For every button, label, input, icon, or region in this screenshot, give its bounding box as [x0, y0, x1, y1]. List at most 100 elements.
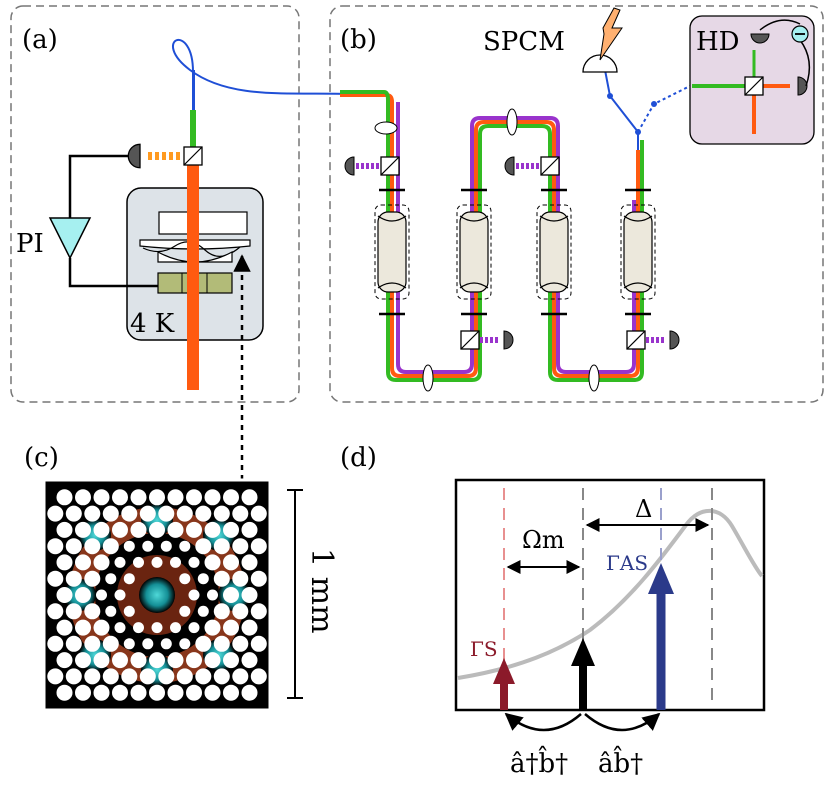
- hole: [142, 638, 154, 650]
- hole: [130, 652, 147, 669]
- temperature-label: 4 K: [130, 309, 175, 339]
- hole: [93, 521, 110, 538]
- panel-c: (c) 1 mm: [24, 443, 339, 712]
- hole: [232, 538, 249, 555]
- cavity-lineshape: [457, 509, 764, 680]
- hole: [105, 573, 117, 585]
- hole: [75, 587, 91, 603]
- hole: [160, 540, 172, 552]
- hole: [179, 605, 191, 617]
- operator-antistokes: âb̂†: [598, 745, 643, 779]
- hole: [65, 603, 82, 620]
- hole: [123, 573, 135, 585]
- hole: [105, 605, 117, 617]
- hole: [114, 556, 126, 568]
- hole: [93, 619, 110, 636]
- hole: [84, 603, 101, 620]
- pi-controller: [48, 217, 92, 260]
- hole: [186, 652, 202, 669]
- hole: [47, 538, 64, 555]
- hole: [56, 652, 73, 669]
- hole: [75, 521, 91, 538]
- hole: [223, 652, 239, 669]
- hole: [250, 570, 267, 587]
- hole: [213, 570, 230, 587]
- hole: [149, 684, 165, 701]
- lens-icon: [506, 108, 518, 136]
- green-path: [340, 90, 644, 382]
- op1-arc: [504, 712, 582, 732]
- gamma-s-label: ΓS: [470, 637, 498, 661]
- hole: [149, 521, 165, 538]
- hole: [241, 587, 258, 603]
- hole: [84, 635, 101, 652]
- hole: [65, 570, 82, 587]
- detector-icon: [669, 330, 680, 350]
- feedback-wire: [68, 154, 128, 218]
- hole: [56, 554, 73, 571]
- hd-label: HD: [696, 27, 740, 57]
- hole: [241, 521, 258, 538]
- hole: [188, 556, 200, 568]
- panel-b-border: [329, 5, 824, 403]
- hole: [84, 570, 101, 587]
- hole: [151, 556, 163, 568]
- panel-d: (d) Ωm Δ ΓS ΓAS â†b̂† âb̂†: [340, 443, 766, 779]
- lens-icon: [422, 364, 434, 392]
- hole: [151, 622, 163, 634]
- hole: [241, 554, 258, 571]
- hole: [158, 668, 175, 685]
- fiber-to-spcm: [604, 69, 639, 150]
- panel-c-label: (c): [24, 443, 59, 473]
- hole: [84, 668, 101, 685]
- optical-fiber: [171, 38, 360, 95]
- hole: [195, 538, 212, 555]
- hole: [213, 668, 230, 685]
- bottom-mirror: [157, 250, 233, 263]
- hole: [75, 652, 91, 669]
- detector-icon: [503, 330, 514, 350]
- hole: [223, 521, 239, 538]
- hole: [130, 684, 147, 701]
- hole: [250, 505, 267, 522]
- hole: [139, 505, 156, 522]
- hole: [112, 684, 128, 701]
- beamsplitter-icon: [744, 76, 764, 96]
- hole: [176, 668, 193, 685]
- beamsplitter-icon: [380, 156, 400, 176]
- hole: [241, 684, 258, 701]
- hole: [170, 622, 181, 634]
- spcm-label: SPCM: [483, 27, 565, 57]
- hole: [179, 573, 191, 585]
- hole: [213, 538, 230, 555]
- hole: [47, 505, 64, 522]
- beamsplitter-icon: [460, 330, 480, 350]
- hole: [102, 538, 119, 555]
- hole: [188, 622, 200, 634]
- hole: [56, 489, 73, 506]
- hole: [114, 622, 126, 634]
- defect-mode: [139, 577, 175, 613]
- hole: [213, 635, 230, 652]
- hole: [213, 505, 230, 522]
- orange-path: [340, 93, 640, 378]
- hole: [47, 603, 64, 620]
- hole: [112, 489, 128, 506]
- hole: [241, 489, 258, 506]
- delta-label: Δ: [635, 495, 652, 523]
- hole: [47, 635, 64, 652]
- hole: [114, 589, 126, 601]
- hole: [223, 684, 239, 701]
- lens-icon: [374, 121, 398, 135]
- hole: [167, 521, 184, 538]
- hole: [158, 505, 175, 522]
- hole: [93, 652, 110, 669]
- hole: [232, 668, 249, 685]
- hole: [204, 684, 221, 701]
- purple-path: [396, 102, 636, 374]
- hole: [207, 589, 218, 601]
- hole-array: [47, 489, 267, 701]
- hole: [186, 489, 202, 506]
- gamma-as-label: ΓAS: [606, 551, 648, 575]
- hole: [133, 622, 144, 634]
